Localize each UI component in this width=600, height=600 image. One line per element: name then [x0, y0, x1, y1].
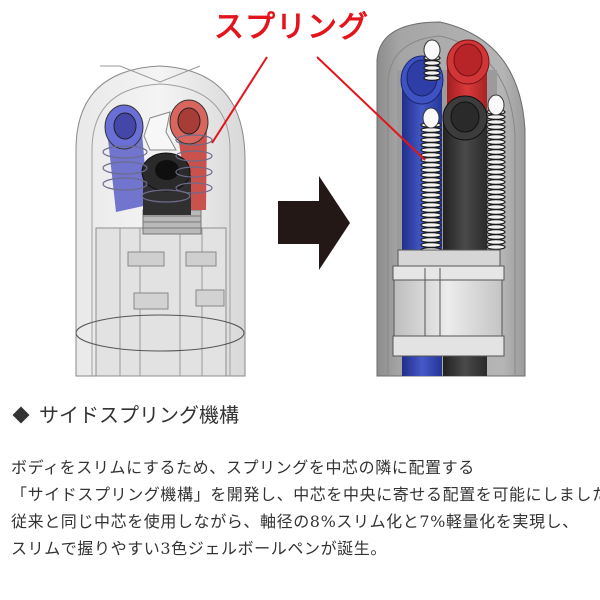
figure-canvas: [75, 21, 526, 377]
spring-coil: [486, 134, 506, 141]
spring-coil: [423, 74, 441, 81]
diamond-icon: [12, 406, 30, 424]
spring-coil: [486, 194, 506, 201]
spring-coil: [420, 177, 442, 184]
spring-coil: [420, 232, 442, 239]
spring-coil: [423, 59, 441, 66]
spring-coil: [420, 132, 442, 139]
spring-coil: [420, 147, 442, 154]
spring-coil: [420, 227, 442, 234]
spring-coil: [420, 137, 442, 144]
spring-coil: [420, 167, 442, 174]
spring-coil: [486, 224, 506, 231]
paragraph-line: 従来と同じ中芯を使用しながら、軸径の8%スリム化と7%軽量化を実現し、: [11, 512, 579, 531]
paragraph-line: 「サイドスプリング機構」を開発し、中芯を中央に寄せる配置を可能にしました。: [11, 485, 600, 504]
spring-coil: [420, 222, 442, 229]
spring-coil: [420, 212, 442, 219]
spring-coil: [486, 139, 506, 146]
spring-callout-label: スプリング: [214, 10, 369, 45]
spring-coil: [420, 152, 442, 159]
spring-coil: [486, 199, 506, 206]
section-heading: サイドスプリング機構: [12, 401, 239, 429]
spring-coil: [486, 244, 506, 251]
spring-coil: [420, 187, 442, 194]
callout-leader-left: [211, 56, 268, 144]
right-arrow-icon: [278, 176, 350, 270]
section-heading-text: サイドスプリング機構: [39, 403, 239, 427]
spring-coil: [420, 142, 442, 149]
spring-coil: [420, 192, 442, 199]
spring-coil: [486, 229, 506, 236]
side-spring-pen-image: [376, 21, 526, 377]
spring-coil: [486, 118, 506, 125]
spring-coil: [486, 179, 506, 186]
spring-coil: [420, 197, 442, 204]
spring-coil: [486, 204, 506, 211]
spring-coil: [423, 69, 441, 76]
spring-coil: [486, 149, 506, 156]
spring-coil: [486, 123, 506, 130]
conventional-pen-image: [75, 65, 246, 377]
paragraph-line: ボディをスリムにするため、スプリングを中芯の隣に配置する: [11, 458, 475, 477]
spring-coil: [486, 164, 506, 171]
callout-leader-right: [316, 56, 426, 161]
spring-coil: [420, 162, 442, 169]
spring-coil: [420, 237, 442, 244]
spring-coil: [423, 64, 441, 71]
spring-coil: [486, 159, 506, 166]
spring-coil: [486, 154, 506, 161]
spring-right: [486, 108, 506, 251]
spring-coil: [486, 174, 506, 181]
spring-coil: [486, 209, 506, 216]
spring-coil: [486, 239, 506, 246]
comparison-figure: スプリング: [75, 10, 526, 377]
spring-coil: [486, 129, 506, 136]
paragraph-line: スリムで握りやすい3色ジェルボールペンが誕生。: [11, 539, 387, 558]
spring-coil: [486, 169, 506, 176]
spring-coil: [420, 242, 442, 249]
spring-coil: [486, 234, 506, 241]
spring-coil: [420, 207, 442, 214]
spring-coil: [486, 144, 506, 151]
spring-coil: [420, 217, 442, 224]
spring-coil: [420, 202, 442, 209]
spring-coil: [420, 182, 442, 189]
description-paragraph: ボディをスリムにするため、スプリングを中芯の隣に配置する 「サイドスプリング機構…: [11, 454, 600, 562]
spring-coil: [420, 172, 442, 179]
spring-coil: [486, 189, 506, 196]
spring-coil: [486, 219, 506, 226]
spring-coil: [486, 184, 506, 191]
spring-coil: [486, 214, 506, 221]
